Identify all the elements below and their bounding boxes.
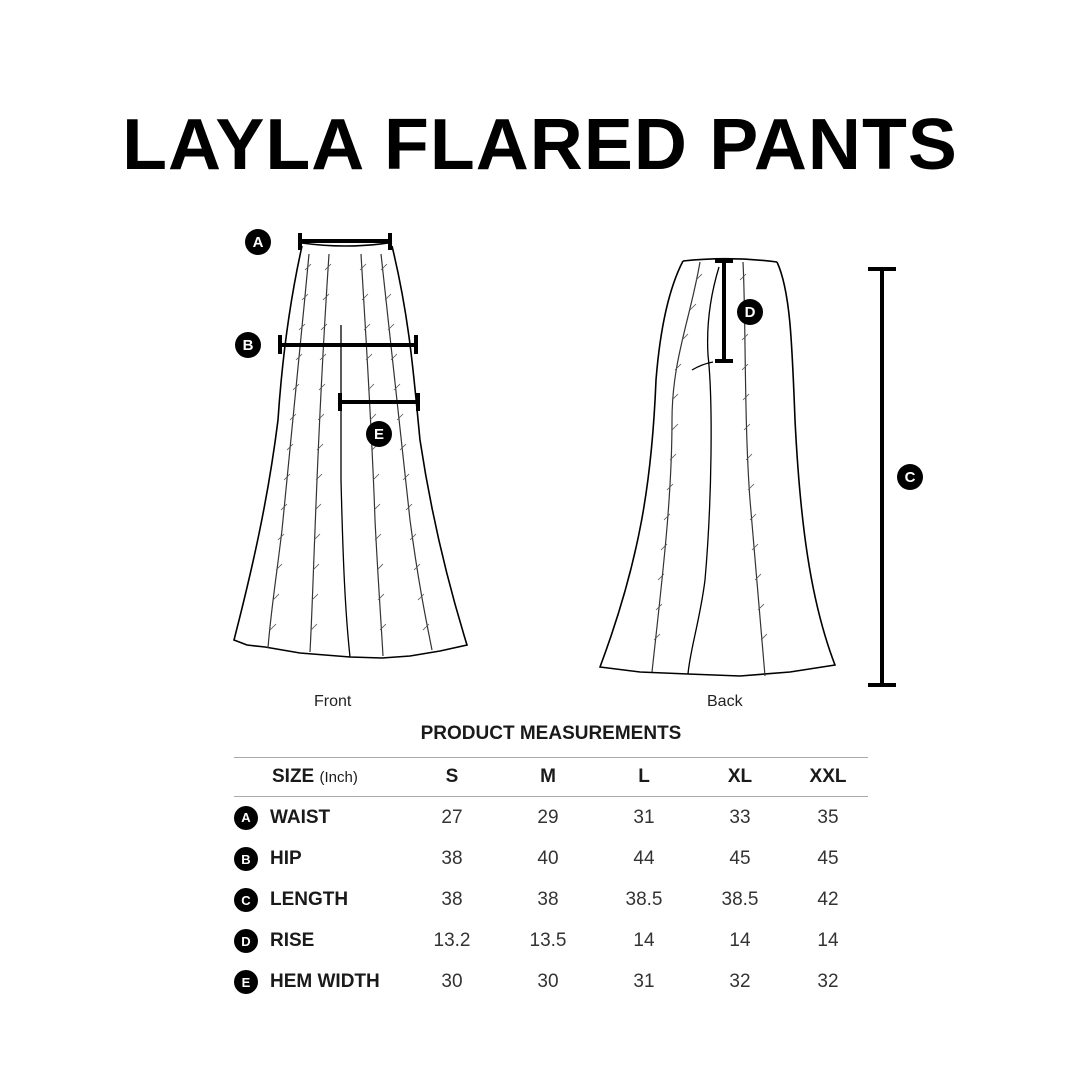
table-cell: 29 <box>537 806 559 828</box>
row-label-text: WAIST <box>270 806 331 828</box>
table-cell: 38 <box>441 889 463 910</box>
row-label-rise: D RISE <box>234 921 404 962</box>
table-cell: 32 <box>729 971 751 992</box>
front-view-drawing <box>233 233 469 659</box>
marker-d-icon: D <box>234 929 258 953</box>
size-header-label: SIZE <box>272 766 315 787</box>
size-header-xxl: XXL <box>788 757 868 797</box>
table-row-length: C LENGTH 38 38 38.5 38.5 42 <box>234 880 868 921</box>
table-cell: 45 <box>817 848 839 869</box>
row-label-text: LENGTH <box>270 889 349 911</box>
table-cell: 33 <box>729 806 751 828</box>
table-cell: 45 <box>729 848 751 869</box>
table-cell: 13.2 <box>433 930 471 951</box>
row-label-text: HIP <box>270 848 302 870</box>
table-cell: 30 <box>537 971 559 992</box>
table-cell: 31 <box>633 971 655 992</box>
size-header-m: M <box>500 757 596 797</box>
table-cell: 35 <box>817 806 839 828</box>
unit-label: (Inch) <box>319 769 358 786</box>
marker-a-icon: A <box>234 805 258 830</box>
row-label-hip: B HIP <box>234 839 404 880</box>
table-header-row: SIZE (Inch) S M L XL XXL <box>234 757 868 797</box>
marker-d-rise: D <box>737 299 763 325</box>
table-cell: 40 <box>537 848 559 869</box>
table-cell: 32 <box>817 971 839 992</box>
table-row-hem-width: E HEM WIDTH 30 30 31 32 32 <box>234 962 868 1003</box>
table-cell: 44 <box>633 848 655 869</box>
row-label-hem-width: E HEM WIDTH <box>234 962 404 1003</box>
marker-e-icon: E <box>234 970 258 994</box>
table-row-rise: D RISE 13.2 13.5 14 14 14 <box>234 921 868 962</box>
table-row-waist: A WAIST 27 29 31 33 35 <box>234 797 868 839</box>
row-label-length: C LENGTH <box>234 880 404 921</box>
table-cell: 38 <box>441 848 463 869</box>
table-cell: 42 <box>817 889 839 910</box>
marker-c-length: C <box>897 464 923 490</box>
table-cell: 38.5 <box>721 889 759 910</box>
back-view-drawing <box>598 257 837 677</box>
table-cell: 31 <box>633 806 655 828</box>
back-view-label: Back <box>707 693 743 710</box>
marker-b-hip: B <box>235 332 261 358</box>
table-cell: 13.5 <box>529 930 567 951</box>
page-title: LAYLA FLARED PANTS <box>122 105 958 185</box>
table-cell: 14 <box>817 930 839 951</box>
row-label-text: RISE <box>270 930 315 952</box>
measurements-table: SIZE (Inch) S M L XL XXL A WAIST 27 29 31… <box>234 757 868 1003</box>
table-cell: 30 <box>441 971 463 992</box>
marker-a-waist: A <box>245 229 271 255</box>
size-header-xl: XL <box>692 757 788 797</box>
row-label-waist: A WAIST <box>234 797 404 839</box>
size-header-s: S <box>404 757 500 797</box>
row-label-text: HEM WIDTH <box>270 971 380 993</box>
table-cell: 14 <box>729 930 751 951</box>
marker-b-icon: B <box>234 847 258 871</box>
marker-c-icon: C <box>234 888 258 912</box>
table-cell: 27 <box>441 806 463 828</box>
marker-e-hem-width: E <box>366 421 392 447</box>
size-header-l: L <box>596 757 692 797</box>
table-cell: 38.5 <box>625 889 663 910</box>
table-cell: 14 <box>633 930 655 951</box>
table-cell: 38 <box>537 889 559 910</box>
front-view-label: Front <box>314 693 352 710</box>
length-measure-line <box>868 267 896 687</box>
table-title: PRODUCT MEASUREMENTS <box>420 723 682 744</box>
table-row-hip: B HIP 38 40 44 45 45 <box>234 839 868 880</box>
size-column-header: SIZE (Inch) <box>234 757 404 797</box>
